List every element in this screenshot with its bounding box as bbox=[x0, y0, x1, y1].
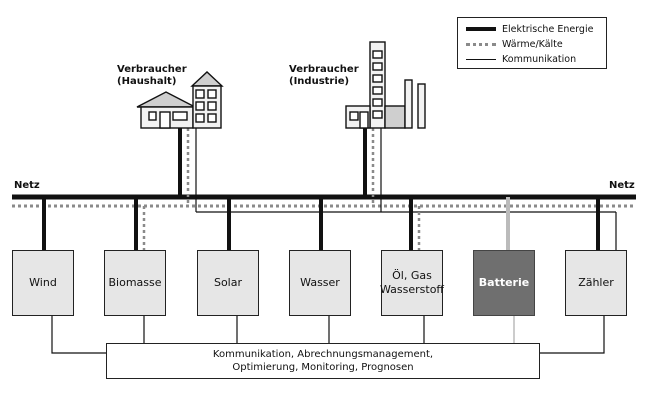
source-box-wind: Wind bbox=[12, 250, 74, 316]
legend: Elektrische Energie Wärme/Kälte Kommunik… bbox=[457, 17, 607, 69]
household-building-icon bbox=[136, 71, 224, 129]
source-box-wasser: Wasser bbox=[289, 250, 351, 316]
legend-item-communication: Kommunikation bbox=[466, 53, 576, 65]
zaehler-comm-bottom-line bbox=[540, 316, 605, 354]
source-box-oel-gas: Öl, Gas Wasserstoff bbox=[380, 250, 444, 316]
legend-swatch-thick bbox=[466, 27, 496, 31]
legend-label: Kommunikation bbox=[502, 53, 577, 65]
legend-swatch-thin bbox=[466, 58, 496, 60]
network-label-left: Netz bbox=[14, 180, 40, 191]
legend-label: Elektrische Energie bbox=[502, 23, 594, 35]
source-box-batterie: Batterie bbox=[473, 250, 535, 316]
industry-building-icon bbox=[345, 41, 426, 129]
legend-label: Wärme/Kälte bbox=[502, 38, 563, 50]
industry-consumer-label: Verbraucher (Industrie) bbox=[289, 64, 359, 87]
source-box-zaehler: Zähler bbox=[565, 250, 627, 316]
legend-item-electric: Elektrische Energie bbox=[466, 23, 593, 35]
source-box-biomasse: Biomasse bbox=[104, 250, 166, 316]
communication-management-box: Kommunikation, Abrechnungsmanagement, Op… bbox=[106, 343, 540, 379]
household-consumer-label: Verbraucher (Haushalt) bbox=[117, 64, 187, 87]
source-box-solar: Solar bbox=[197, 250, 259, 316]
legend-item-heat: Wärme/Kälte bbox=[466, 38, 563, 50]
wind-comm-line bbox=[51, 316, 106, 354]
network-label-right: Netz bbox=[609, 180, 635, 191]
legend-swatch-dotted bbox=[466, 42, 496, 46]
